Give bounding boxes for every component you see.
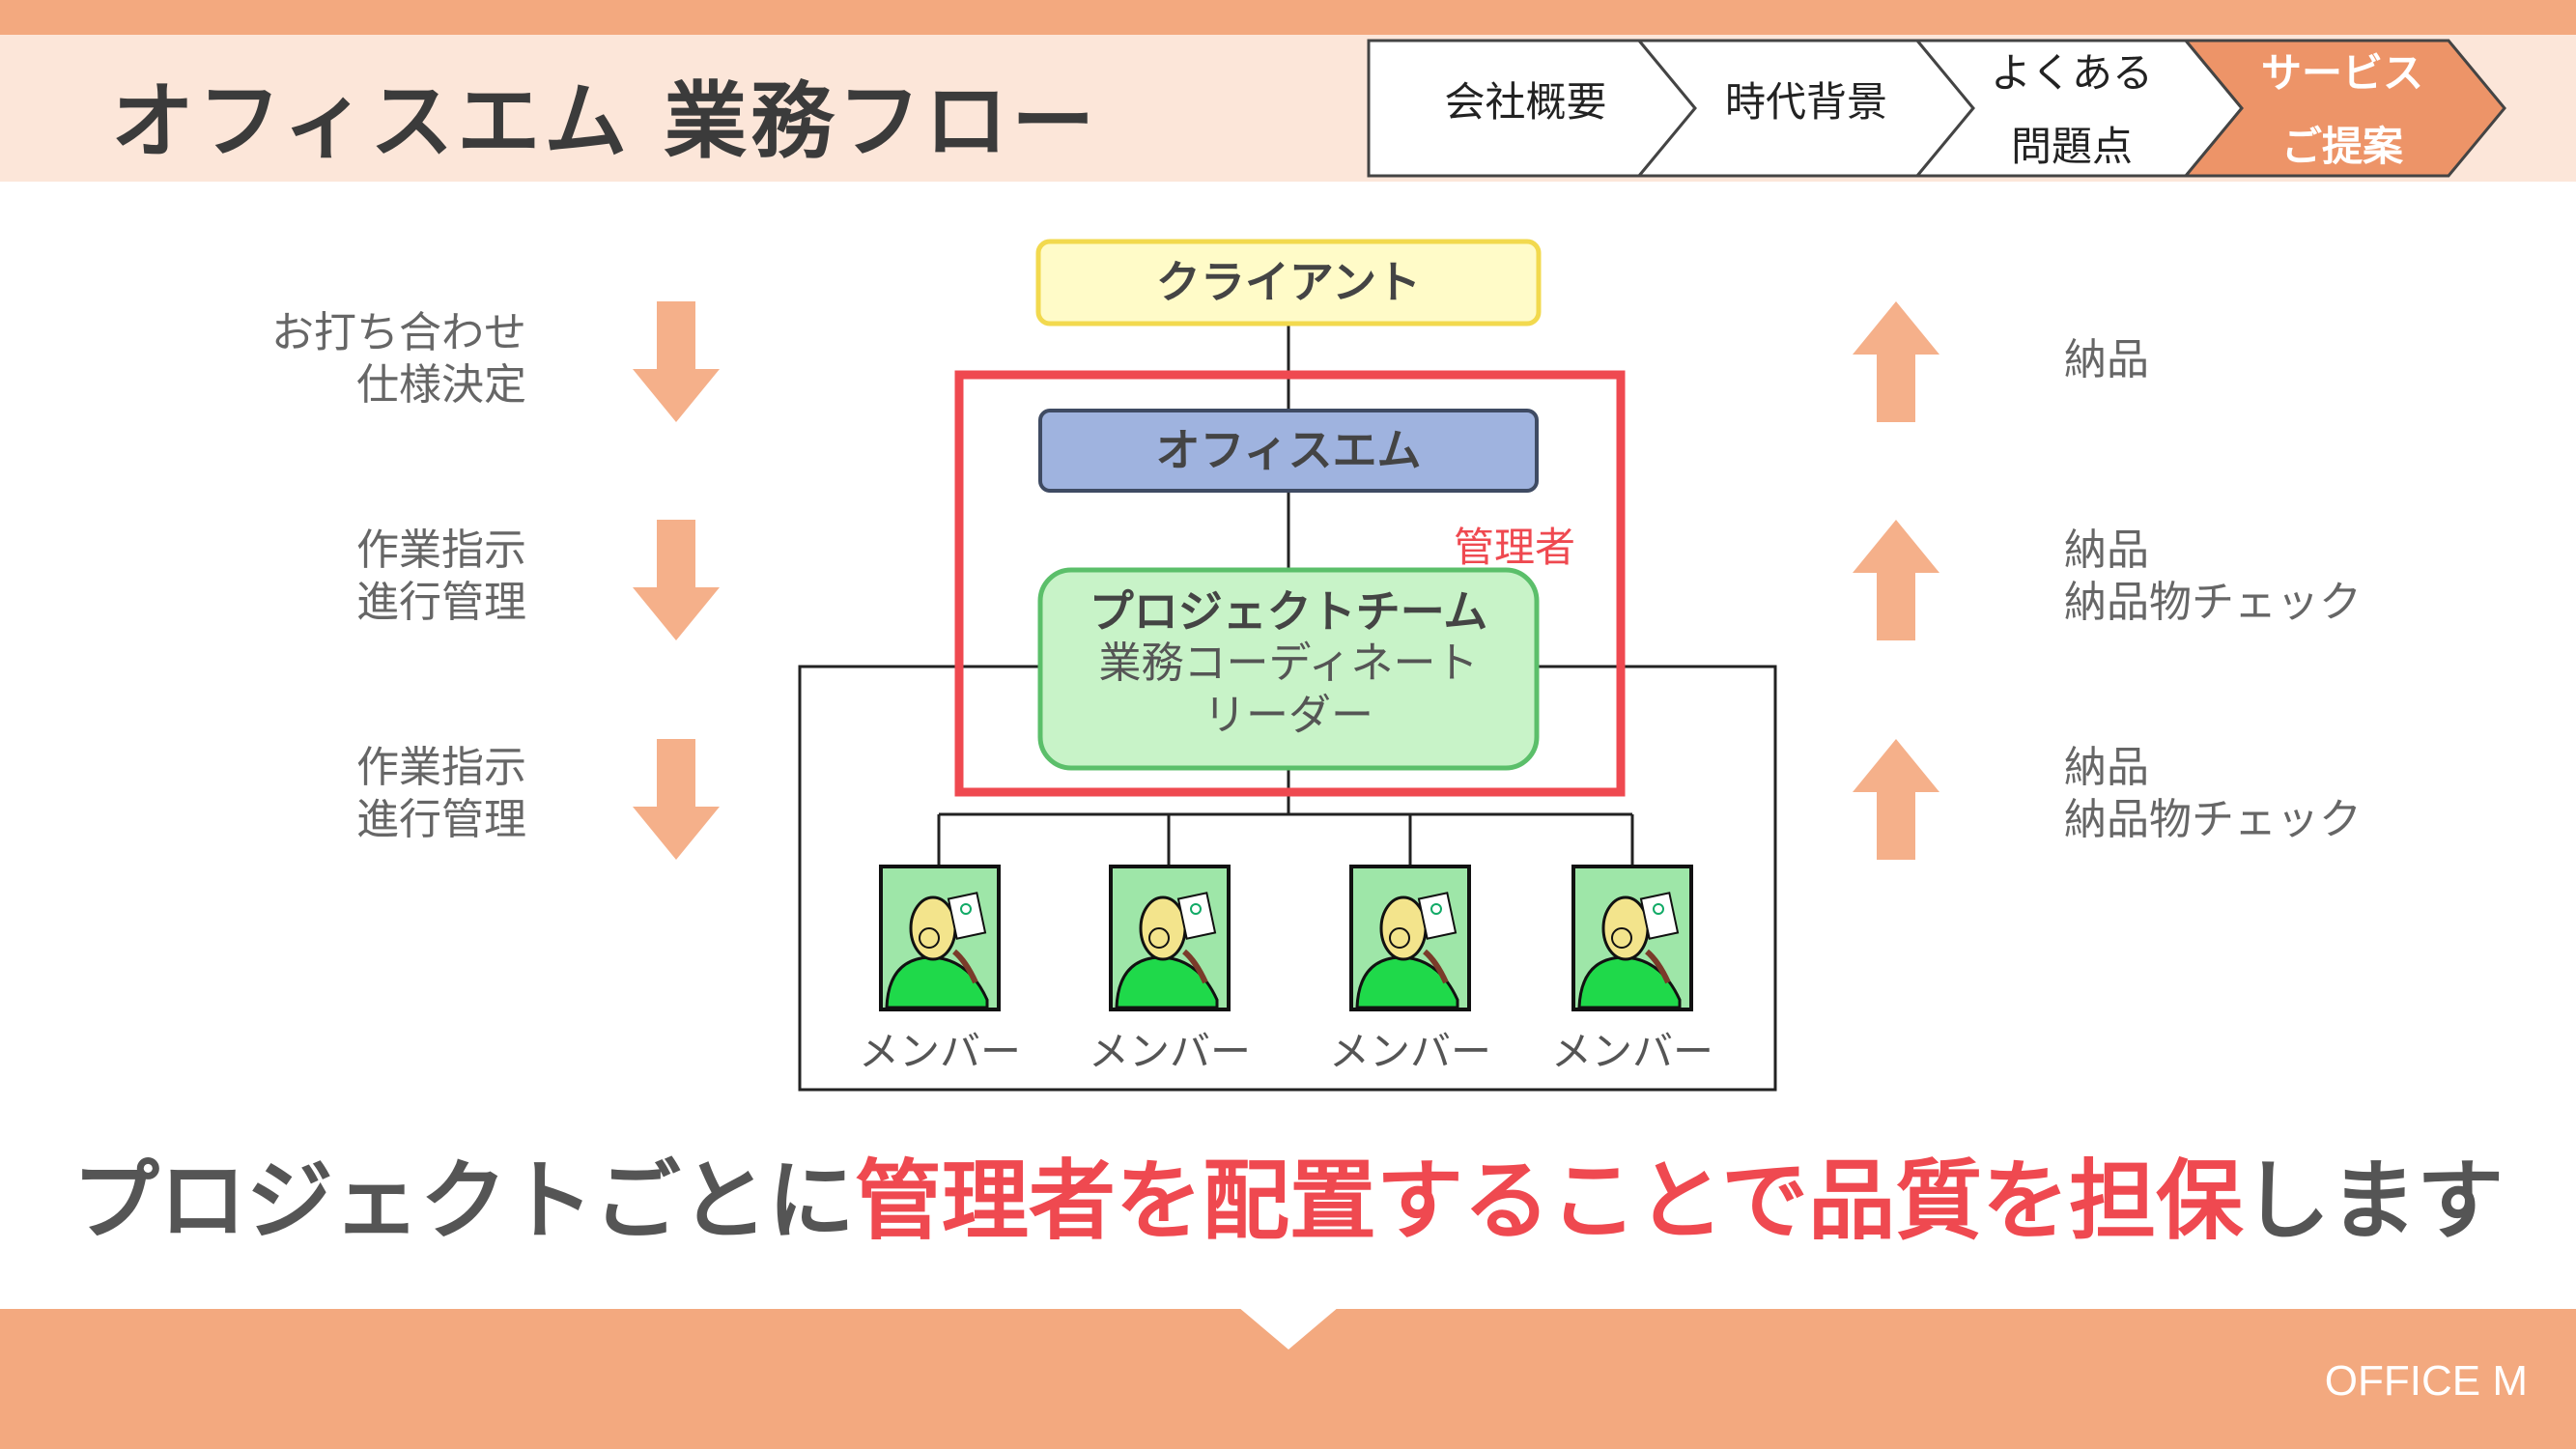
manager-label: 管理者 (1454, 524, 1576, 571)
member-figure-2 (1109, 865, 1231, 1011)
up-arrow-1 (1853, 301, 1939, 422)
team-box (1037, 567, 1540, 771)
team-role-line2: リーダー (1203, 691, 1373, 740)
bottom-message-highlight: 管理者を配置することで品質を担保 (854, 1151, 2244, 1252)
right-note-3: 納品 納品物チェック (2064, 743, 2362, 844)
step-era-background-label: 時代背景 (1724, 78, 1887, 126)
client-box (1035, 239, 1542, 327)
right-note-1: 納品 (2064, 335, 2149, 384)
step-company-overview-label: 会社概要 (1444, 78, 1607, 126)
top-accent-strip (0, 0, 2576, 35)
footer-notch (1238, 1307, 1339, 1350)
down-arrow-3 (633, 739, 720, 860)
member-label-1: メンバー (858, 1028, 1021, 1075)
bottom-message: プロジェクトごとに管理者を配置することで品質を担保します (0, 1130, 2576, 1256)
footer-brand: OFFICE M (2324, 1357, 2528, 1405)
member-figure-3 (1349, 865, 1471, 1011)
member-figure-1 (879, 865, 1001, 1011)
left-note-3: 作業指示 進行管理 (356, 743, 526, 844)
member-label-2: メンバー (1088, 1028, 1251, 1075)
left-note-1: お打ち合わせ 仕様決定 (271, 308, 526, 410)
page-title: オフィスエム 業務フロー (111, 73, 1099, 170)
client-label: クライアント (1155, 256, 1422, 308)
step-service-proposal[interactable] (2182, 39, 2506, 178)
up-arrow-3 (1853, 739, 1939, 860)
bottom-message-part1: プロジェクトごとに (71, 1151, 855, 1252)
right-note-2: 納品 納品物チェック (2064, 526, 2362, 627)
up-arrow-2 (1853, 520, 1939, 640)
left-note-2: 作業指示 進行管理 (356, 526, 526, 627)
team-label: プロジェクトチーム 業務コーディネート リーダー (1040, 585, 1537, 742)
down-arrow-1 (633, 301, 720, 422)
office-label: オフィスエム (1155, 424, 1422, 476)
down-arrow-2 (633, 520, 720, 640)
step-service-proposal-label: サービス ご提案 (2260, 49, 2423, 170)
team-title: プロジェクトチーム (1089, 585, 1488, 638)
manager-highlight (954, 370, 1626, 797)
member-label-4: メンバー (1550, 1028, 1713, 1075)
bottom-message-part3: します (2243, 1151, 2505, 1252)
team-role-line1: 業務コーディネート (1098, 639, 1479, 688)
step-navigation (1367, 39, 2506, 178)
member-figure-4 (1571, 865, 1693, 1011)
org-diagram (798, 239, 1777, 1092)
member-label-3: メンバー (1328, 1028, 1491, 1075)
office-box (1038, 409, 1539, 493)
step-common-problems-label: よくある 問題点 (1990, 49, 2153, 170)
